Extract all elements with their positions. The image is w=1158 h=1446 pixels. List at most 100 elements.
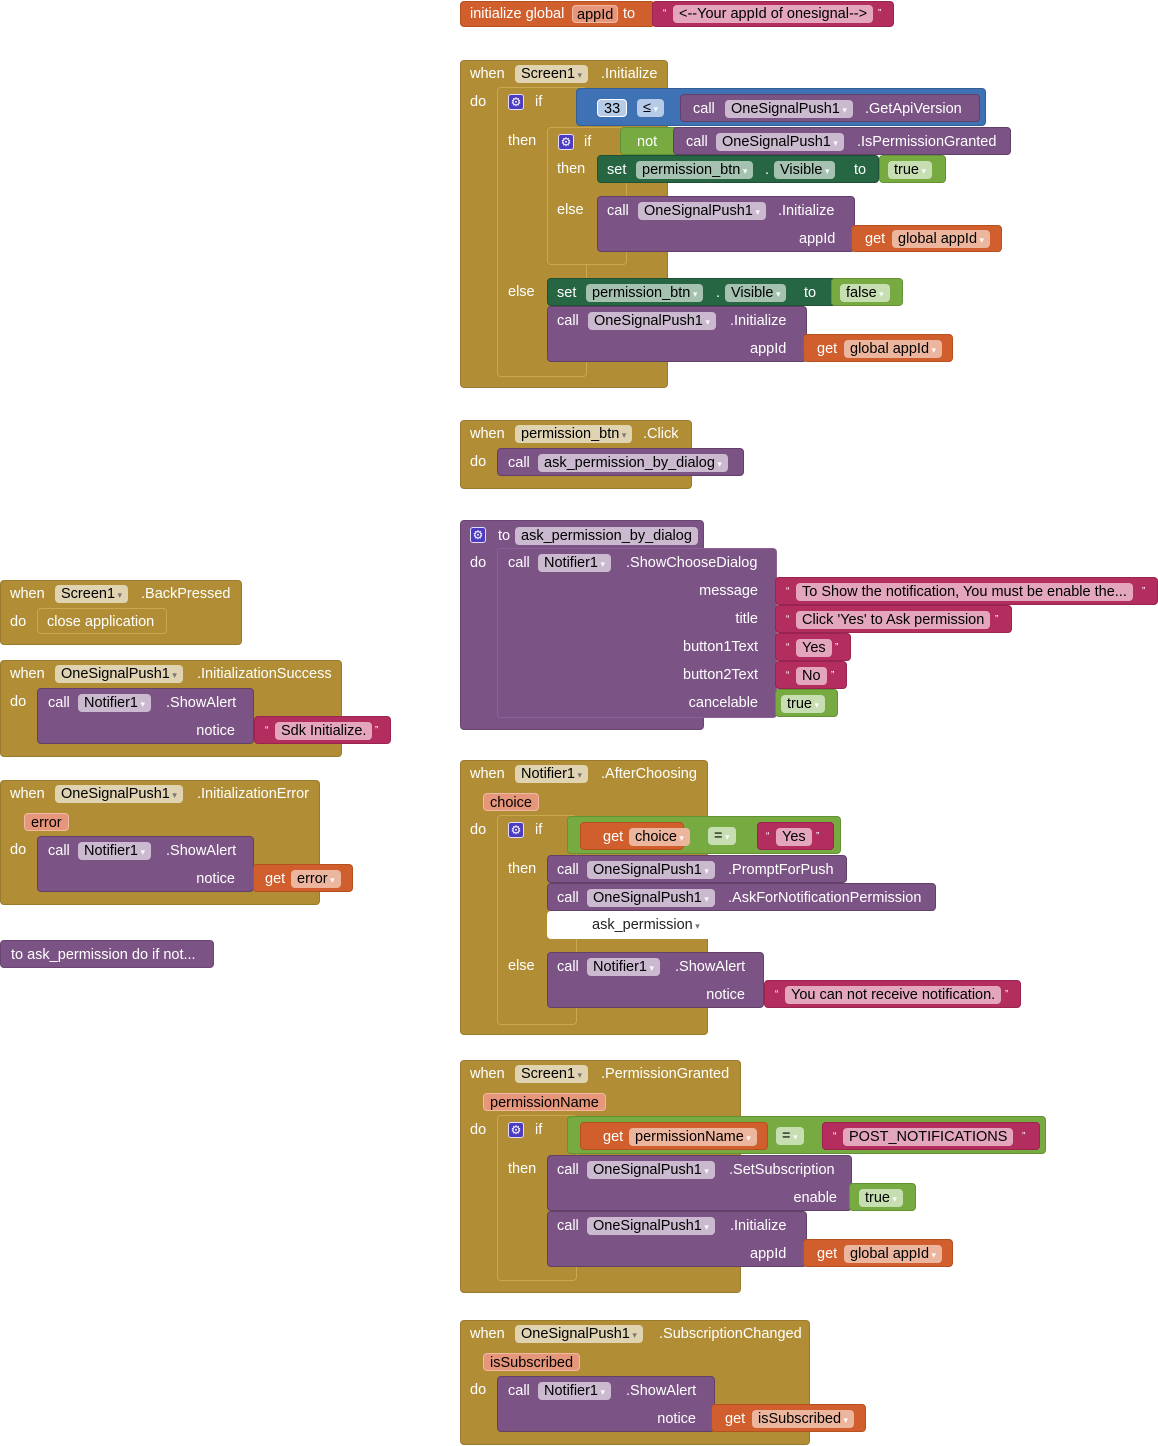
component-dropdown[interactable]: OneSignalPush1	[716, 133, 844, 151]
text-field[interactable]: Yes	[796, 639, 832, 657]
boolean-true[interactable]: true	[879, 155, 946, 183]
boolean-dropdown[interactable]: true	[888, 161, 933, 179]
variable-dropdown[interactable]: global appId	[892, 230, 991, 248]
component-dropdown[interactable]: Screen1	[515, 65, 589, 83]
text-title[interactable]: “ Click 'Yes' to Ask permission ”	[775, 605, 1012, 633]
text-field[interactable]: To Show the notification, You must be en…	[796, 583, 1133, 601]
component-dropdown[interactable]: permission_btn	[586, 284, 704, 302]
get-global-appid[interactable]: get global appId	[803, 1239, 953, 1267]
get-choice[interactable]: get choice	[580, 822, 690, 850]
component-dropdown[interactable]: OneSignalPush1	[587, 889, 715, 907]
text-field[interactable]: You can not receive notification.	[785, 986, 1002, 1004]
variable-dropdown[interactable]: global appId	[844, 1245, 943, 1263]
component-dropdown[interactable]: OneSignalPush1	[638, 202, 766, 220]
number-field[interactable]: 33	[597, 99, 628, 117]
operator-dropdown[interactable]: ≤	[637, 99, 664, 117]
gear-icon[interactable]: ⚙	[508, 1122, 524, 1138]
variable-dropdown[interactable]: global appId	[844, 340, 943, 358]
component-dropdown[interactable]: OneSignalPush1	[587, 1217, 715, 1235]
text-notice[interactable]: “ You can not receive notification. ”	[764, 980, 1021, 1008]
component-dropdown[interactable]: OneSignalPush1	[587, 1161, 715, 1179]
text-button2[interactable]: “ No ”	[775, 661, 847, 689]
boolean-cancelable[interactable]: true	[775, 689, 838, 717]
boolean-dropdown[interactable]: true	[781, 695, 826, 713]
call-getapiversion[interactable]: call OneSignalPush1 .GetApiVersion	[680, 94, 980, 122]
component-dropdown[interactable]: Notifier1	[78, 694, 152, 712]
call-procedure[interactable]: call ask_permission_by_dialog	[497, 448, 744, 476]
procedure-name-field[interactable]: ask_permission_by_dialog	[515, 527, 698, 545]
boolean-dropdown[interactable]: false	[840, 284, 890, 302]
component-dropdown[interactable]: Notifier1	[515, 765, 589, 783]
event-parameter[interactable]: isSubscribed	[483, 1353, 581, 1371]
component-dropdown[interactable]: OneSignalPush1	[55, 785, 183, 803]
component-dropdown[interactable]: OneSignalPush1	[725, 100, 853, 118]
text-field[interactable]: Click 'Yes' to Ask permission	[796, 611, 991, 629]
call-showalert[interactable]: call Notifier1 .ShowAlert notice	[547, 952, 764, 1008]
text-field[interactable]: Yes	[776, 828, 812, 846]
component-dropdown[interactable]: permission_btn	[515, 425, 633, 443]
call-setsubscription[interactable]: call OneSignalPush1 .SetSubscription ena…	[547, 1155, 852, 1211]
operator-dropdown[interactable]: =	[776, 1127, 804, 1145]
variable-dropdown[interactable]: error	[291, 870, 341, 888]
missing-argument-slot[interactable]: ask_permission	[547, 911, 747, 939]
component-dropdown[interactable]: Screen1	[55, 585, 129, 603]
call-initialize[interactable]: call OneSignalPush1 .Initialize appId	[547, 1211, 807, 1267]
gear-icon[interactable]: ⚙	[470, 527, 486, 543]
call-initialize[interactable]: call OneSignalPush1 .Initialize appId	[597, 196, 855, 252]
text-message[interactable]: “ To Show the notification, You must be …	[775, 577, 1158, 605]
variable-dropdown[interactable]: choice	[629, 828, 690, 846]
event-parameter[interactable]: choice	[483, 793, 539, 811]
collapsed-procedure-block[interactable]: to ask_permission do if not...	[0, 940, 214, 968]
boolean-enable[interactable]: true	[849, 1183, 916, 1211]
text-sdk-initialize[interactable]: “ Sdk Initialize. ”	[254, 716, 391, 744]
get-permissionname[interactable]: get permissionName	[580, 1122, 768, 1150]
gear-icon[interactable]: ⚙	[508, 94, 524, 110]
call-promptforpush[interactable]: call OneSignalPush1 .PromptForPush	[547, 855, 847, 883]
text-field[interactable]: Sdk Initialize.	[275, 722, 373, 740]
set-visible-true[interactable]: set permission_btn . Visible to	[597, 155, 879, 183]
call-showalert[interactable]: call Notifier1 .ShowAlert notice	[37, 688, 254, 744]
set-visible-false[interactable]: set permission_btn . Visible to	[547, 278, 837, 306]
event-parameter[interactable]: permissionName	[483, 1093, 606, 1111]
property-dropdown[interactable]: Visible	[725, 284, 787, 302]
component-dropdown[interactable]: Notifier1	[538, 1382, 612, 1400]
call-initialize[interactable]: call OneSignalPush1 .Initialize appId	[547, 306, 807, 362]
property-dropdown[interactable]: Visible	[774, 161, 836, 179]
text-field[interactable]: <--Your appId of onesignal-->	[673, 5, 874, 23]
component-dropdown[interactable]: OneSignalPush1	[55, 665, 183, 683]
component-dropdown[interactable]: Notifier1	[587, 958, 661, 976]
text-field[interactable]: POST_NOTIFICATIONS	[843, 1128, 1014, 1146]
call-askfornotificationpermission[interactable]: call OneSignalPush1 .AskForNotificationP…	[547, 883, 936, 911]
global-name-field[interactable]: appId	[572, 5, 619, 23]
initialize-global-block[interactable]: initialize global appId to	[460, 1, 655, 27]
call-ispermissiongranted[interactable]: call OneSignalPush1 .IsPermissionGranted	[673, 127, 1011, 155]
not-block[interactable]: not	[620, 127, 680, 155]
text-button1[interactable]: “ Yes ”	[775, 633, 851, 661]
component-dropdown[interactable]: OneSignalPush1	[588, 312, 716, 330]
call-showalert[interactable]: call Notifier1 .ShowAlert notice	[37, 836, 254, 892]
event-parameter[interactable]: error	[24, 813, 69, 831]
boolean-dropdown[interactable]: true	[859, 1189, 904, 1207]
variable-dropdown[interactable]: permissionName	[629, 1128, 757, 1146]
get-global-appid[interactable]: get global appId	[803, 334, 953, 362]
component-dropdown[interactable]: OneSignalPush1	[515, 1325, 643, 1343]
component-dropdown[interactable]: Screen1	[515, 1065, 589, 1083]
gear-icon[interactable]: ⚙	[558, 134, 574, 150]
variable-dropdown[interactable]: isSubscribed	[752, 1410, 855, 1428]
component-dropdown[interactable]: Notifier1	[78, 842, 152, 860]
component-dropdown[interactable]: OneSignalPush1	[587, 861, 715, 879]
text-block[interactable]: “ <--Your appId of onesignal--> ”	[652, 1, 894, 27]
component-dropdown[interactable]: Notifier1	[538, 554, 612, 572]
component-dropdown[interactable]: permission_btn	[636, 161, 754, 179]
boolean-false[interactable]: false	[831, 278, 903, 306]
text-field[interactable]: No	[796, 667, 827, 685]
text-post-notifications[interactable]: “ POST_NOTIFICATIONS ”	[822, 1122, 1040, 1150]
text-yes[interactable]: “ Yes ”	[757, 822, 834, 850]
get-global-appid[interactable]: get global appId	[851, 225, 1002, 252]
call-showchoosedialog[interactable]: call Notifier1 .ShowChooseDialog message…	[497, 548, 777, 718]
get-issubscribed[interactable]: get isSubscribed	[711, 1404, 866, 1432]
call-showalert[interactable]: call Notifier1 .ShowAlert notice	[497, 1376, 715, 1432]
gear-icon[interactable]: ⚙	[508, 822, 524, 838]
operator-dropdown[interactable]: =	[708, 827, 736, 845]
procedure-dropdown[interactable]: ask_permission_by_dialog	[538, 454, 728, 472]
